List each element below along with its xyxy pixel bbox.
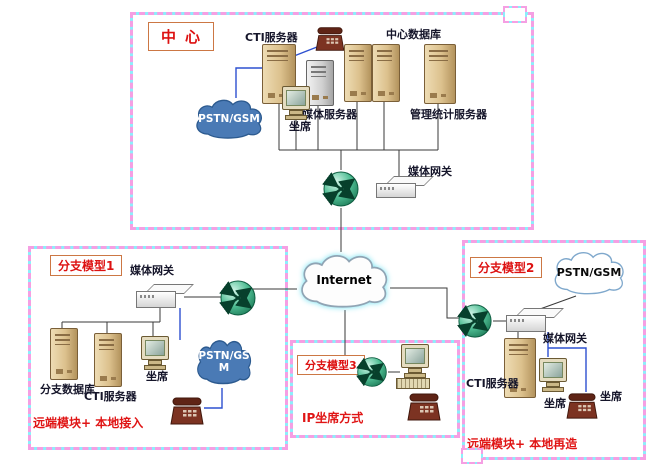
branch1-tag: 分支模型1 [50, 255, 123, 276]
branch3-tag: 分支模型3 [297, 355, 365, 375]
media-gateway-icon-center [376, 176, 434, 198]
center-box [130, 12, 534, 230]
center-tag: 中心 [148, 22, 215, 51]
internet-label: Internet [316, 273, 372, 288]
branch2-box [462, 240, 646, 460]
media-gateway-icon-b2 [506, 308, 564, 332]
agent-monitor-icon-b3 [401, 344, 429, 378]
mgmt-server-label: 管理统计服务器 [410, 108, 487, 121]
pstn-gsm-label-b2: PSTN/GSM [556, 265, 622, 279]
phone-icon [315, 26, 345, 52]
agent-monitor-icon-b1 [141, 336, 169, 370]
corner-box-bottom [461, 448, 483, 464]
cti-server-label-b2: CTI服务器 [466, 377, 519, 390]
cti-server-icon-b1 [94, 333, 122, 387]
media-server-icon [306, 60, 334, 106]
media-server-label: 媒体服务器 [302, 108, 357, 121]
phone-icon-b2 [566, 392, 598, 420]
router-icon-b2 [457, 303, 493, 339]
router-icon-b3 [356, 356, 388, 388]
agent-label-b2: 坐席 [544, 397, 566, 410]
pstn-gsm-cloud-b1: PSTN/GS M [192, 336, 256, 388]
agent-label-b1: 坐席 [146, 370, 168, 383]
router-icon-b1 [219, 279, 257, 317]
mgmt-server-icon [424, 44, 456, 104]
pstn-gsm-label-center: PSTN/GSM [198, 112, 260, 125]
agent-label: 坐席 [289, 120, 311, 133]
branch2-tag: 分支模型2 [470, 257, 543, 278]
agent-monitor-icon [282, 86, 310, 120]
center-db-label: 中心数据库 [386, 28, 441, 41]
branch3-box [290, 340, 460, 438]
media-gateway-icon-b1 [136, 284, 194, 308]
branch1-caption: 远端模块+ 本地接入 [33, 416, 144, 430]
cti-server-icon-b2 [504, 338, 536, 398]
internet-cloud: Internet [293, 250, 395, 312]
phone-icon-b1 [170, 396, 204, 426]
branch1-box [28, 246, 288, 450]
keyboard-icon-b3 [396, 378, 430, 389]
branch2-caption: 远端模块+ 本地再造 [467, 437, 578, 451]
agent2-label-b2: 坐席 [600, 390, 622, 403]
cti-server-icon [262, 44, 296, 104]
cti-server-label-b1: CTI服务器 [84, 390, 137, 403]
media-gateway-label-center: 媒体网关 [408, 165, 452, 178]
cti-server-label: CTI服务器 [245, 31, 298, 44]
agent-monitor-icon-b2 [539, 358, 567, 392]
media-gateway-label-b2: 媒体网关 [543, 332, 587, 345]
phone-icon-b3 [407, 392, 441, 422]
media-gateway-label-b1: 媒体网关 [130, 264, 174, 277]
branch3-caption: IP坐席方式 [302, 411, 364, 425]
branch-db-icon [50, 328, 78, 380]
branch-db-label: 分支数据库 [40, 383, 95, 396]
center-db-icon-2 [372, 44, 400, 102]
router-icon-center [322, 170, 360, 208]
center-db-icon-1 [344, 44, 372, 102]
corner-box-top [503, 6, 527, 23]
pstn-gsm-cloud-b2: PSTN/GSM [548, 248, 630, 298]
pstn-gsm-label-b1: PSTN/GS M [198, 349, 250, 374]
pstn-gsm-cloud-center: PSTN/GSM [190, 96, 268, 142]
